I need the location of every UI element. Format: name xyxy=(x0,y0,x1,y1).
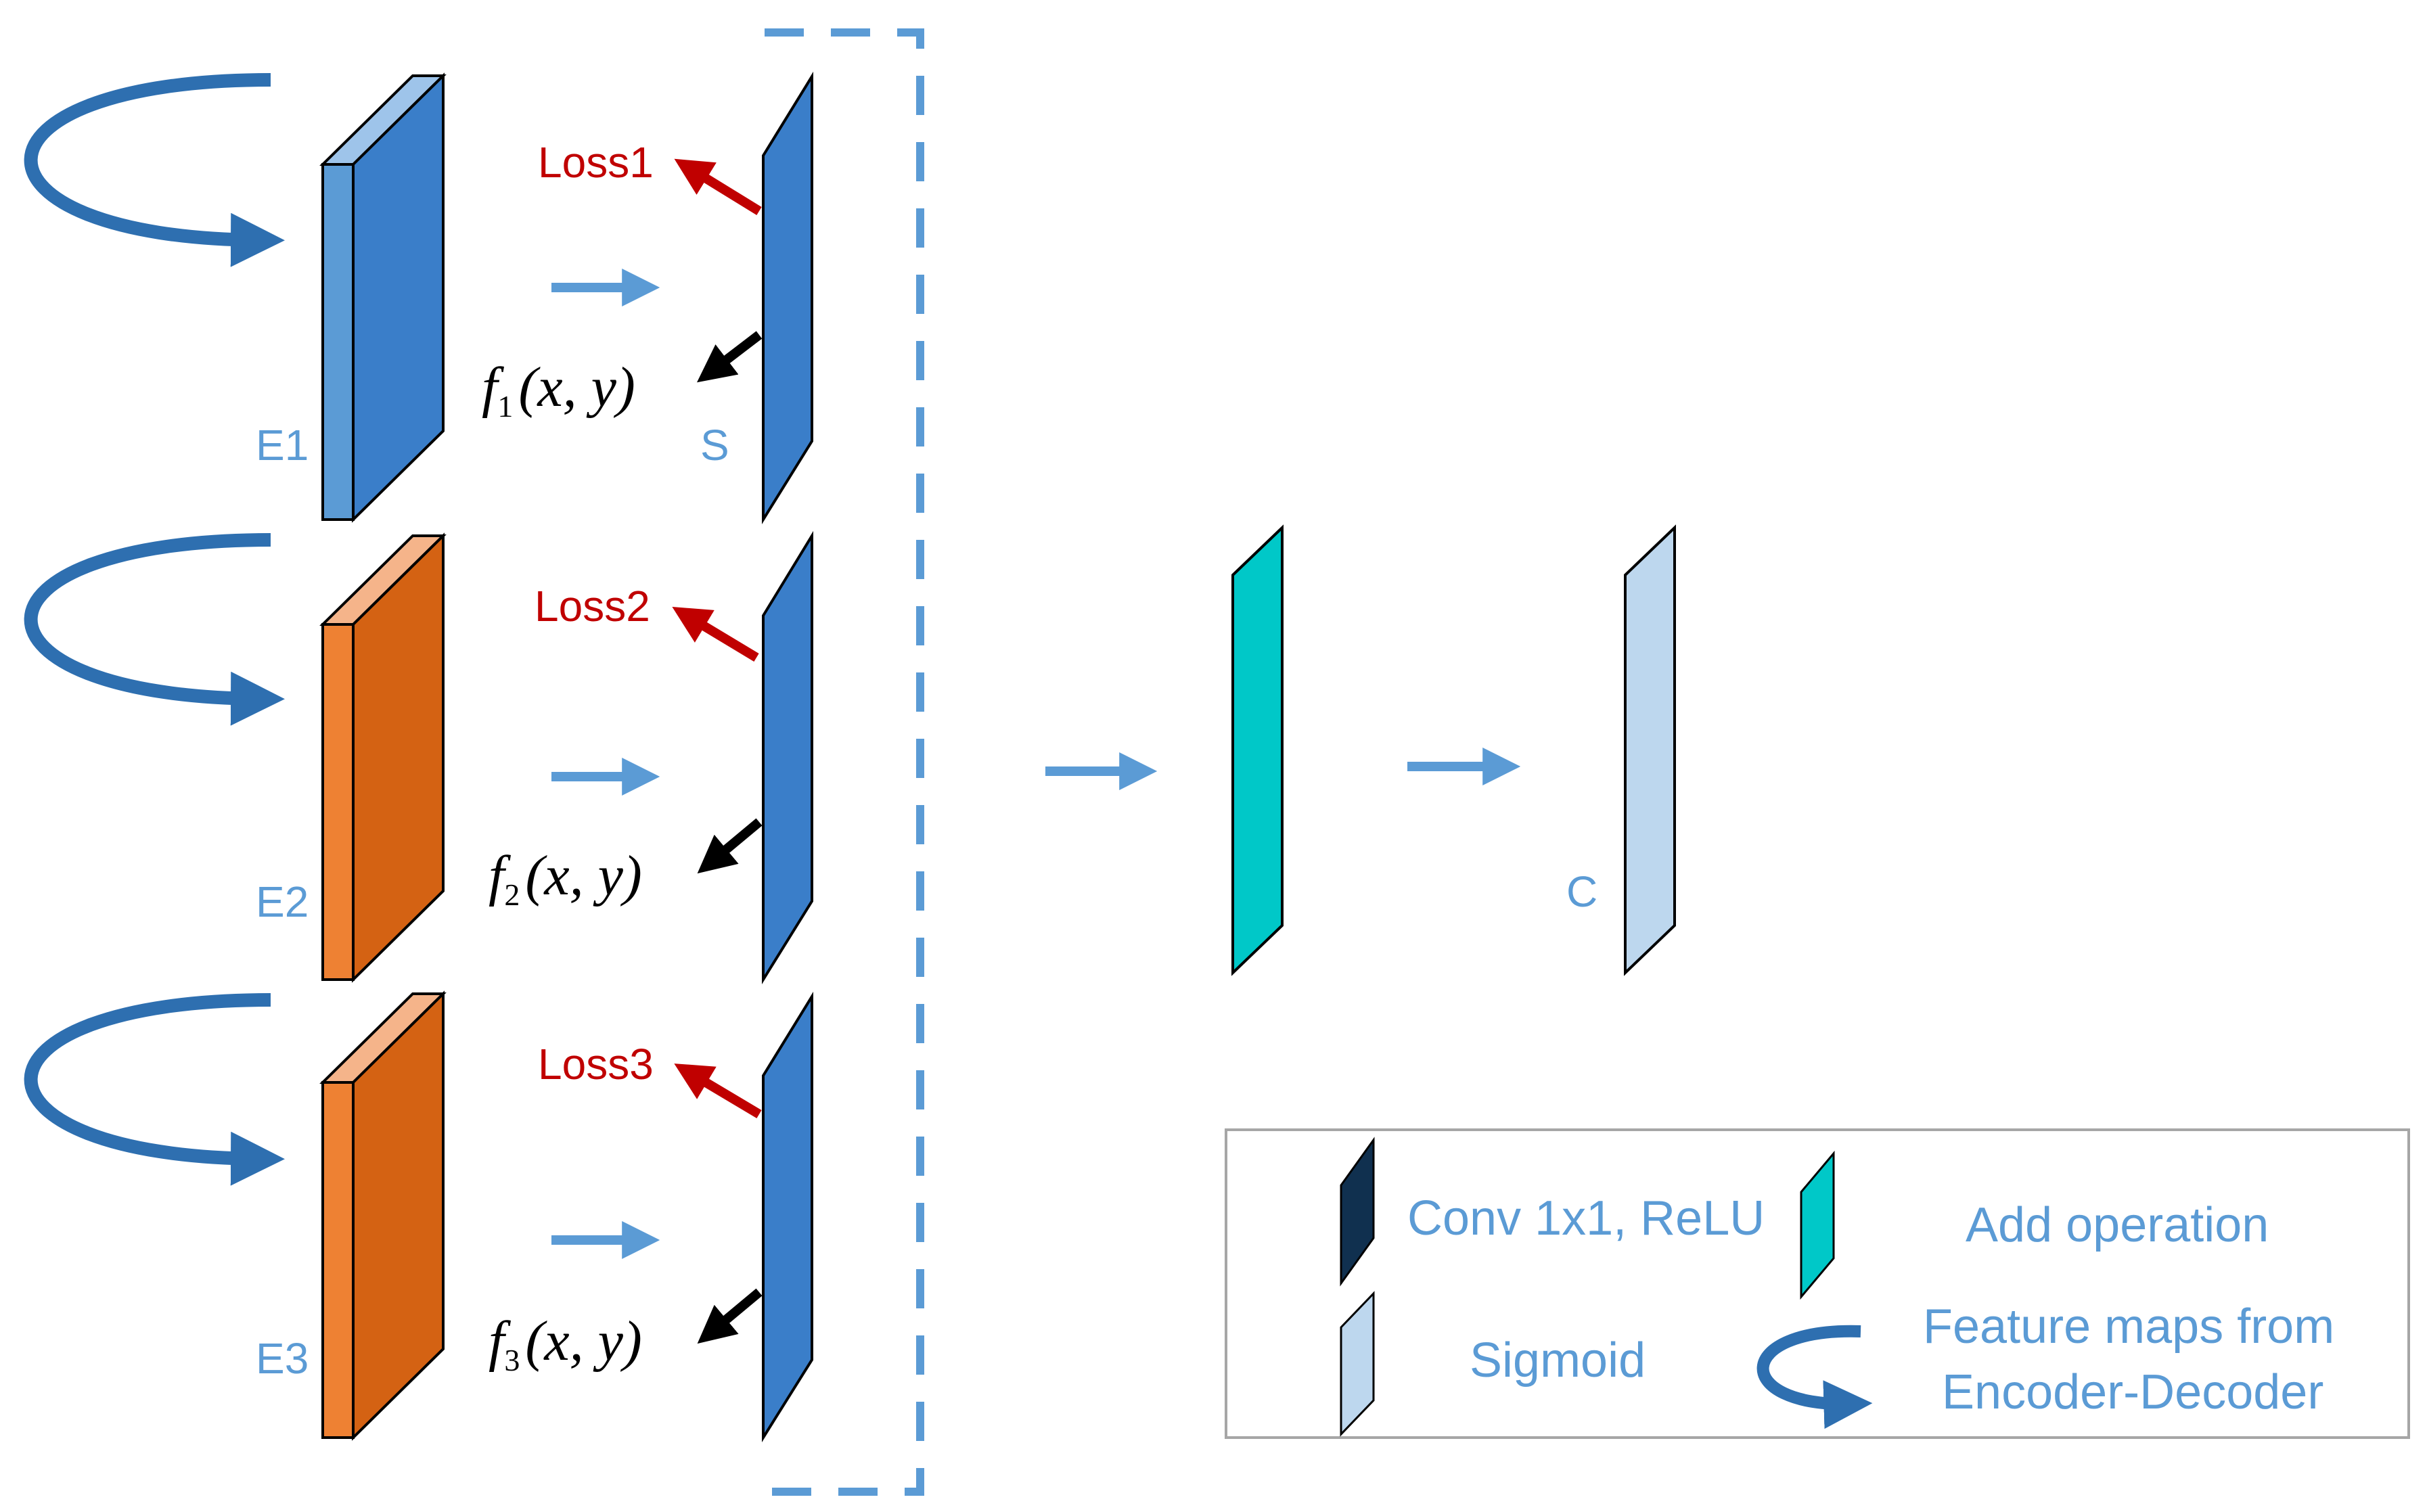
function-arrow xyxy=(697,1288,763,1344)
encoder-block xyxy=(319,72,447,523)
conv-legend-label: Conv 1x1, ReLU xyxy=(1407,1191,1765,1245)
feature-legend-label-line2: Encoder-Decoder xyxy=(1942,1365,2323,1419)
loss-arrow xyxy=(672,607,759,662)
add-legend-swatch xyxy=(1800,1150,1835,1300)
conv-legend-swatch xyxy=(1340,1137,1375,1287)
encoder-block-front xyxy=(321,163,355,521)
branch-row-2: E2 Loss2 f2(x, y) xyxy=(24,530,813,985)
loss-label: Loss3 xyxy=(538,1040,654,1089)
loss-label: Loss2 xyxy=(535,582,650,631)
feature-map-curve-arrow xyxy=(24,993,285,1186)
encoder-block xyxy=(319,990,447,1441)
side-output-layer xyxy=(762,71,813,525)
add-legend-label: Add operation xyxy=(1966,1198,2269,1252)
c-label: C xyxy=(1566,867,1597,916)
function-label: f3(x, y) xyxy=(489,1310,642,1377)
feature-map-legend-icon xyxy=(1756,1325,1873,1429)
feature-map-curve-arrow xyxy=(24,73,285,267)
branch-row-3: E3 Loss3 f3(x, y) xyxy=(24,990,813,1442)
side-output-layer xyxy=(762,530,813,985)
encoder-label: E1 xyxy=(256,421,309,469)
branch-row-1: E1 Loss1 f1(x, y) S xyxy=(24,71,813,525)
sigmoid-legend-label: Sigmoid xyxy=(1470,1333,1646,1388)
loss-label: Loss1 xyxy=(538,138,654,187)
encoder-block-front xyxy=(321,623,355,981)
function-label: f1(x, y) xyxy=(482,356,635,423)
encoder-block xyxy=(319,532,447,983)
sigmoid-legend-swatch xyxy=(1340,1291,1375,1437)
add-operation-layer xyxy=(1231,524,1284,976)
function-label: f2(x, y) xyxy=(489,844,642,912)
side-output-layer xyxy=(762,991,813,1442)
encoder-label: E2 xyxy=(256,877,309,926)
sigmoid-layer xyxy=(1624,524,1676,976)
legend: Conv 1x1, ReLU Add operation Sigmoid Fea… xyxy=(1225,1128,2410,1439)
function-arrow xyxy=(696,331,763,383)
feature-legend-label-line1: Feature maps from xyxy=(1923,1300,2334,1354)
loss-arrow xyxy=(674,158,762,215)
encoder-label: E3 xyxy=(256,1334,309,1383)
feature-map-curve-arrow xyxy=(24,533,285,726)
loss-arrow xyxy=(674,1063,762,1119)
s-label: S xyxy=(700,421,729,469)
encoder-block-front xyxy=(321,1081,355,1439)
function-arrow xyxy=(697,818,763,874)
dashed-group-box xyxy=(751,28,924,1496)
